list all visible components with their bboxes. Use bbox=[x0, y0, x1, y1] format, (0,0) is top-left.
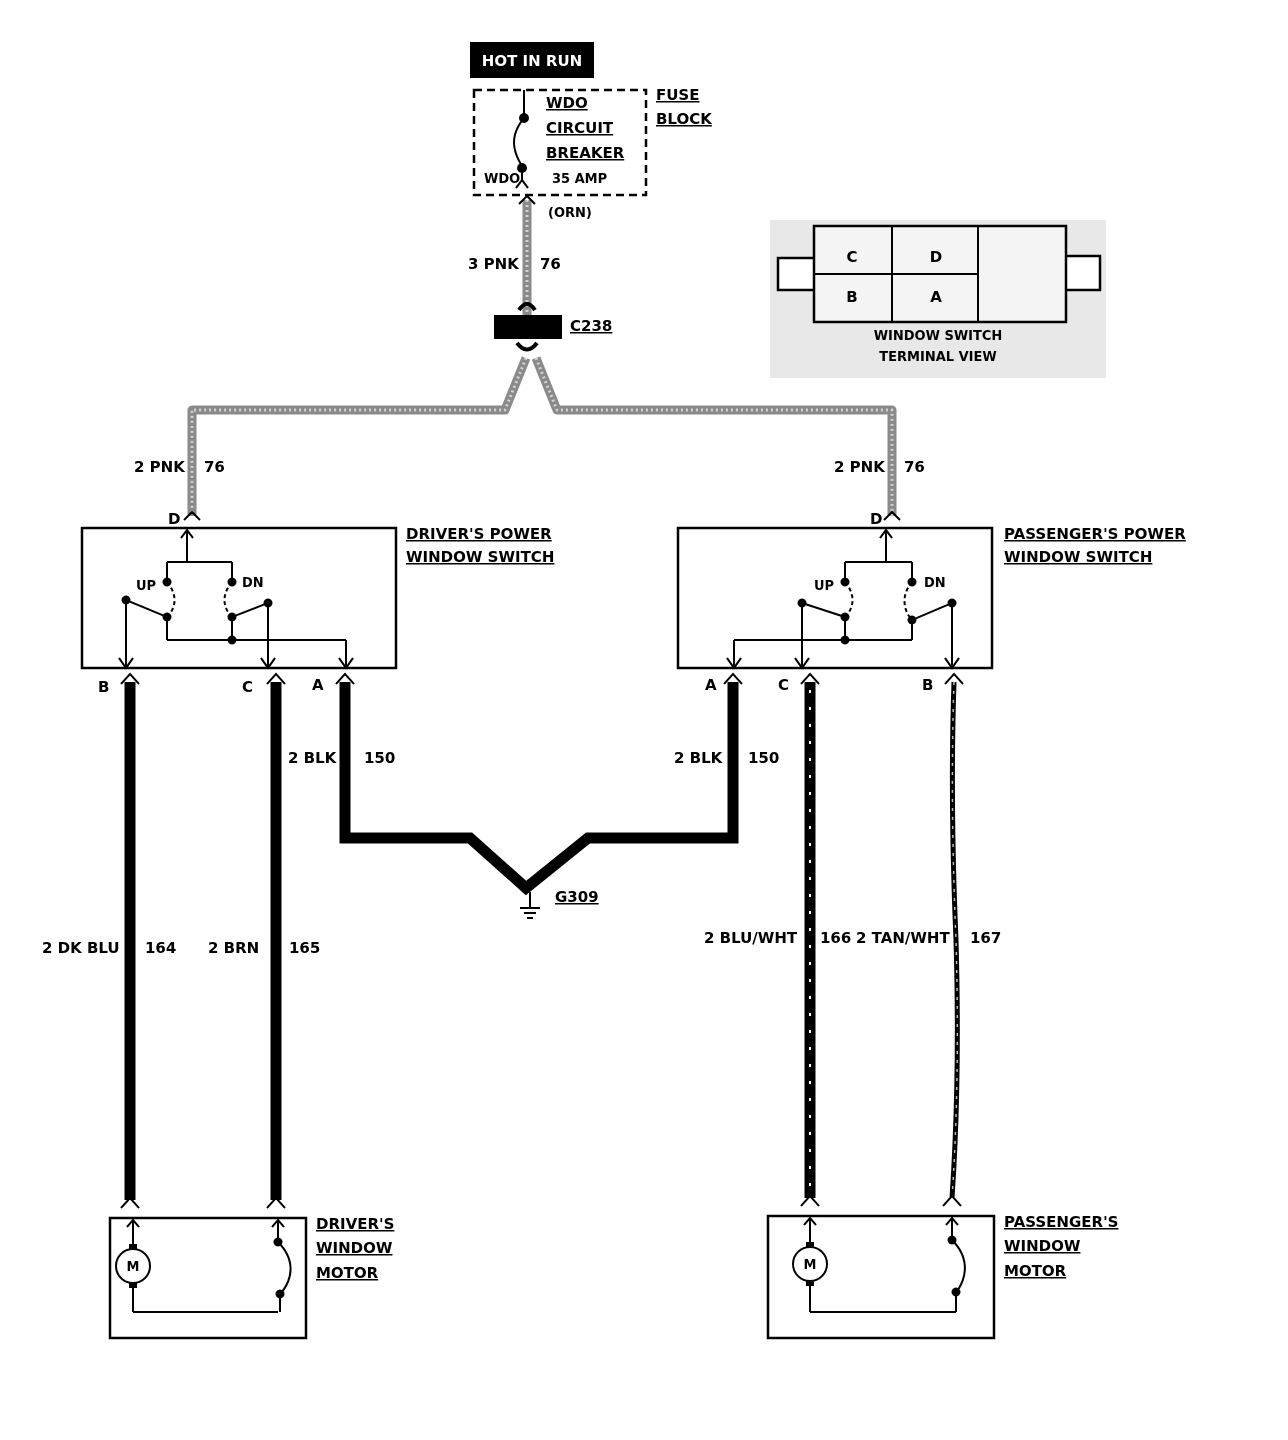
feed-wire bbox=[518, 194, 536, 316]
passenger-switch: UP DN bbox=[676, 510, 994, 670]
hot-in-run-text: HOT IN RUN bbox=[482, 52, 582, 70]
driver-switch-title-1: DRIVER'S POWER bbox=[406, 525, 552, 543]
driver-switch: UP DN bbox=[80, 510, 398, 670]
driver-motor: M bbox=[108, 1216, 308, 1340]
passenger-w1-circuit-label: 166 bbox=[820, 929, 851, 947]
passenger-motor-title-2: WINDOW bbox=[1004, 1237, 1081, 1255]
terminal-cell-a: A bbox=[930, 288, 942, 306]
passenger-w2-gauge-label: 2 TAN/WHT bbox=[856, 929, 950, 947]
passenger-motor-title-3: MOTOR bbox=[1004, 1262, 1067, 1280]
driver-motor-title-2: WINDOW bbox=[316, 1239, 393, 1257]
passenger-pin-d: D bbox=[870, 510, 882, 528]
ground-right-circuit-label: 150 bbox=[748, 749, 779, 767]
fuse-block-label-2: BLOCK bbox=[656, 110, 713, 128]
driver-w2-gauge-label: 2 BRN bbox=[208, 939, 259, 957]
terminal-cell-d: D bbox=[930, 248, 942, 266]
driver-motor-wires bbox=[120, 672, 286, 1209]
pnk-splice-wires bbox=[187, 356, 897, 516]
passenger-w2-circuit-label: 167 bbox=[970, 929, 1001, 947]
driver-switch-title-2: WINDOW SWITCH bbox=[406, 548, 554, 566]
passenger-motor-title-1: PASSENGER'S bbox=[1004, 1213, 1118, 1231]
hot-in-run-label: HOT IN RUN bbox=[470, 42, 594, 78]
ground-wires bbox=[335, 672, 743, 919]
ground-name: G309 bbox=[555, 888, 599, 906]
passenger-motor: M bbox=[766, 1214, 996, 1340]
driver-w1-gauge-label: 2 DK BLU bbox=[42, 939, 120, 957]
connector-name: C238 bbox=[570, 317, 612, 335]
fuse-block: WDO CIRCUIT BREAKER 35 AMP WDO bbox=[472, 88, 648, 197]
terminal-view-title-1: WINDOW SWITCH bbox=[874, 329, 1003, 344]
driver-up-label: UP bbox=[136, 579, 156, 594]
ground-left-gauge-label: 2 BLK bbox=[288, 749, 338, 767]
passenger-motor-wires bbox=[800, 672, 964, 1207]
breaker-rating: 35 AMP bbox=[552, 172, 607, 187]
passenger-pnk-gauge-label: 2 PNK bbox=[834, 458, 886, 476]
passenger-motor-symbol: M bbox=[804, 1258, 817, 1273]
fuse-block-label-1: FUSE bbox=[656, 86, 699, 104]
connector-c238 bbox=[494, 302, 562, 352]
feed-wire-gauge-label: 3 PNK bbox=[468, 255, 520, 273]
terminal-view: C D B A WINDOW SWITCH TERMINAL VIEW bbox=[770, 220, 1106, 378]
passenger-pin-c: C bbox=[778, 676, 789, 694]
breaker-label-1: WDO bbox=[546, 94, 588, 112]
driver-pnk-circuit-label: 76 bbox=[204, 458, 225, 476]
driver-w1-circuit-label: 164 bbox=[145, 939, 176, 957]
driver-dn-label: DN bbox=[242, 576, 264, 591]
passenger-up-label: UP bbox=[814, 579, 834, 594]
terminal-cell-b: B bbox=[846, 288, 857, 306]
passenger-pin-b: B bbox=[922, 676, 933, 694]
passenger-pin-a: A bbox=[705, 676, 717, 694]
passenger-pnk-circuit-label: 76 bbox=[904, 458, 925, 476]
breaker-label-3: BREAKER bbox=[546, 144, 625, 162]
driver-w2-circuit-label: 165 bbox=[289, 939, 320, 957]
terminal-view-title-2: TERMINAL VIEW bbox=[879, 350, 996, 365]
driver-pin-c: C bbox=[242, 678, 253, 696]
passenger-w1-gauge-label: 2 BLU/WHT bbox=[704, 929, 798, 947]
feed-wire-circuit-label: 76 bbox=[540, 255, 561, 273]
connector-color-label: (ORN) bbox=[548, 206, 592, 221]
driver-motor-title-3: MOTOR bbox=[316, 1264, 379, 1282]
passenger-dn-label: DN bbox=[924, 576, 946, 591]
driver-motor-title-1: DRIVER'S bbox=[316, 1215, 394, 1233]
driver-pnk-gauge-label: 2 PNK bbox=[134, 458, 186, 476]
passenger-switch-title-1: PASSENGER'S POWER bbox=[1004, 525, 1186, 543]
terminal-cell-c: C bbox=[846, 248, 857, 266]
breaker-label-2: CIRCUIT bbox=[546, 119, 614, 137]
driver-pin-b: B bbox=[98, 678, 109, 696]
passenger-switch-title-2: WINDOW SWITCH bbox=[1004, 548, 1152, 566]
fuse-terminal-label: WDO bbox=[484, 172, 520, 187]
driver-pin-d: D bbox=[168, 510, 180, 528]
driver-pin-a: A bbox=[312, 676, 324, 694]
ground-left-circuit-label: 150 bbox=[364, 749, 395, 767]
ground-right-gauge-label: 2 BLK bbox=[674, 749, 724, 767]
driver-motor-symbol: M bbox=[127, 1260, 140, 1275]
